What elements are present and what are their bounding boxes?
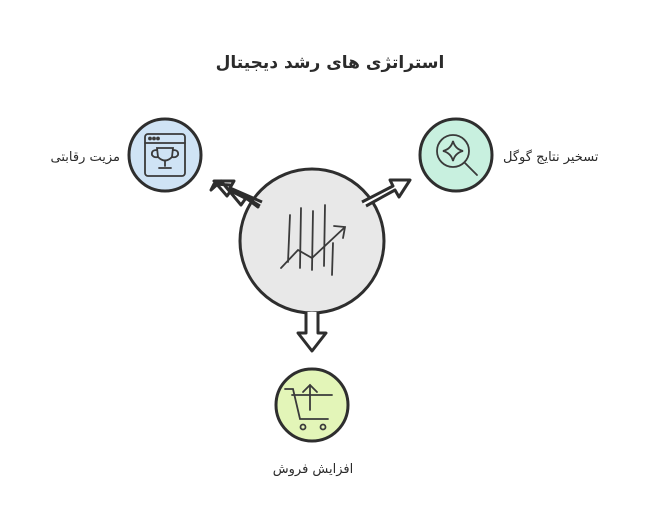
arrow-to-google — [361, 178, 412, 208]
label-google-results: تسخیر نتایج گوگل — [503, 150, 599, 165]
label-increase-sales: افزایش فروش — [272, 462, 354, 477]
cart-up-arrow-icon — [284, 383, 333, 431]
arrow-to-competitive — [209, 179, 263, 209]
node-competitive-advantage — [127, 117, 203, 193]
trophy-browser-icon — [144, 133, 186, 177]
node-increase-sales — [274, 367, 350, 443]
arrow-to-sales — [296, 312, 328, 353]
growth-chart-icon — [280, 204, 347, 276]
search-sparkle-icon — [436, 134, 478, 176]
diagram-title: استراتژی های رشد دیجیتال — [215, 53, 445, 73]
center-node — [238, 167, 386, 315]
node-google-results — [418, 117, 494, 193]
label-competitive-advantage: مزیت رقابتی — [50, 150, 120, 165]
